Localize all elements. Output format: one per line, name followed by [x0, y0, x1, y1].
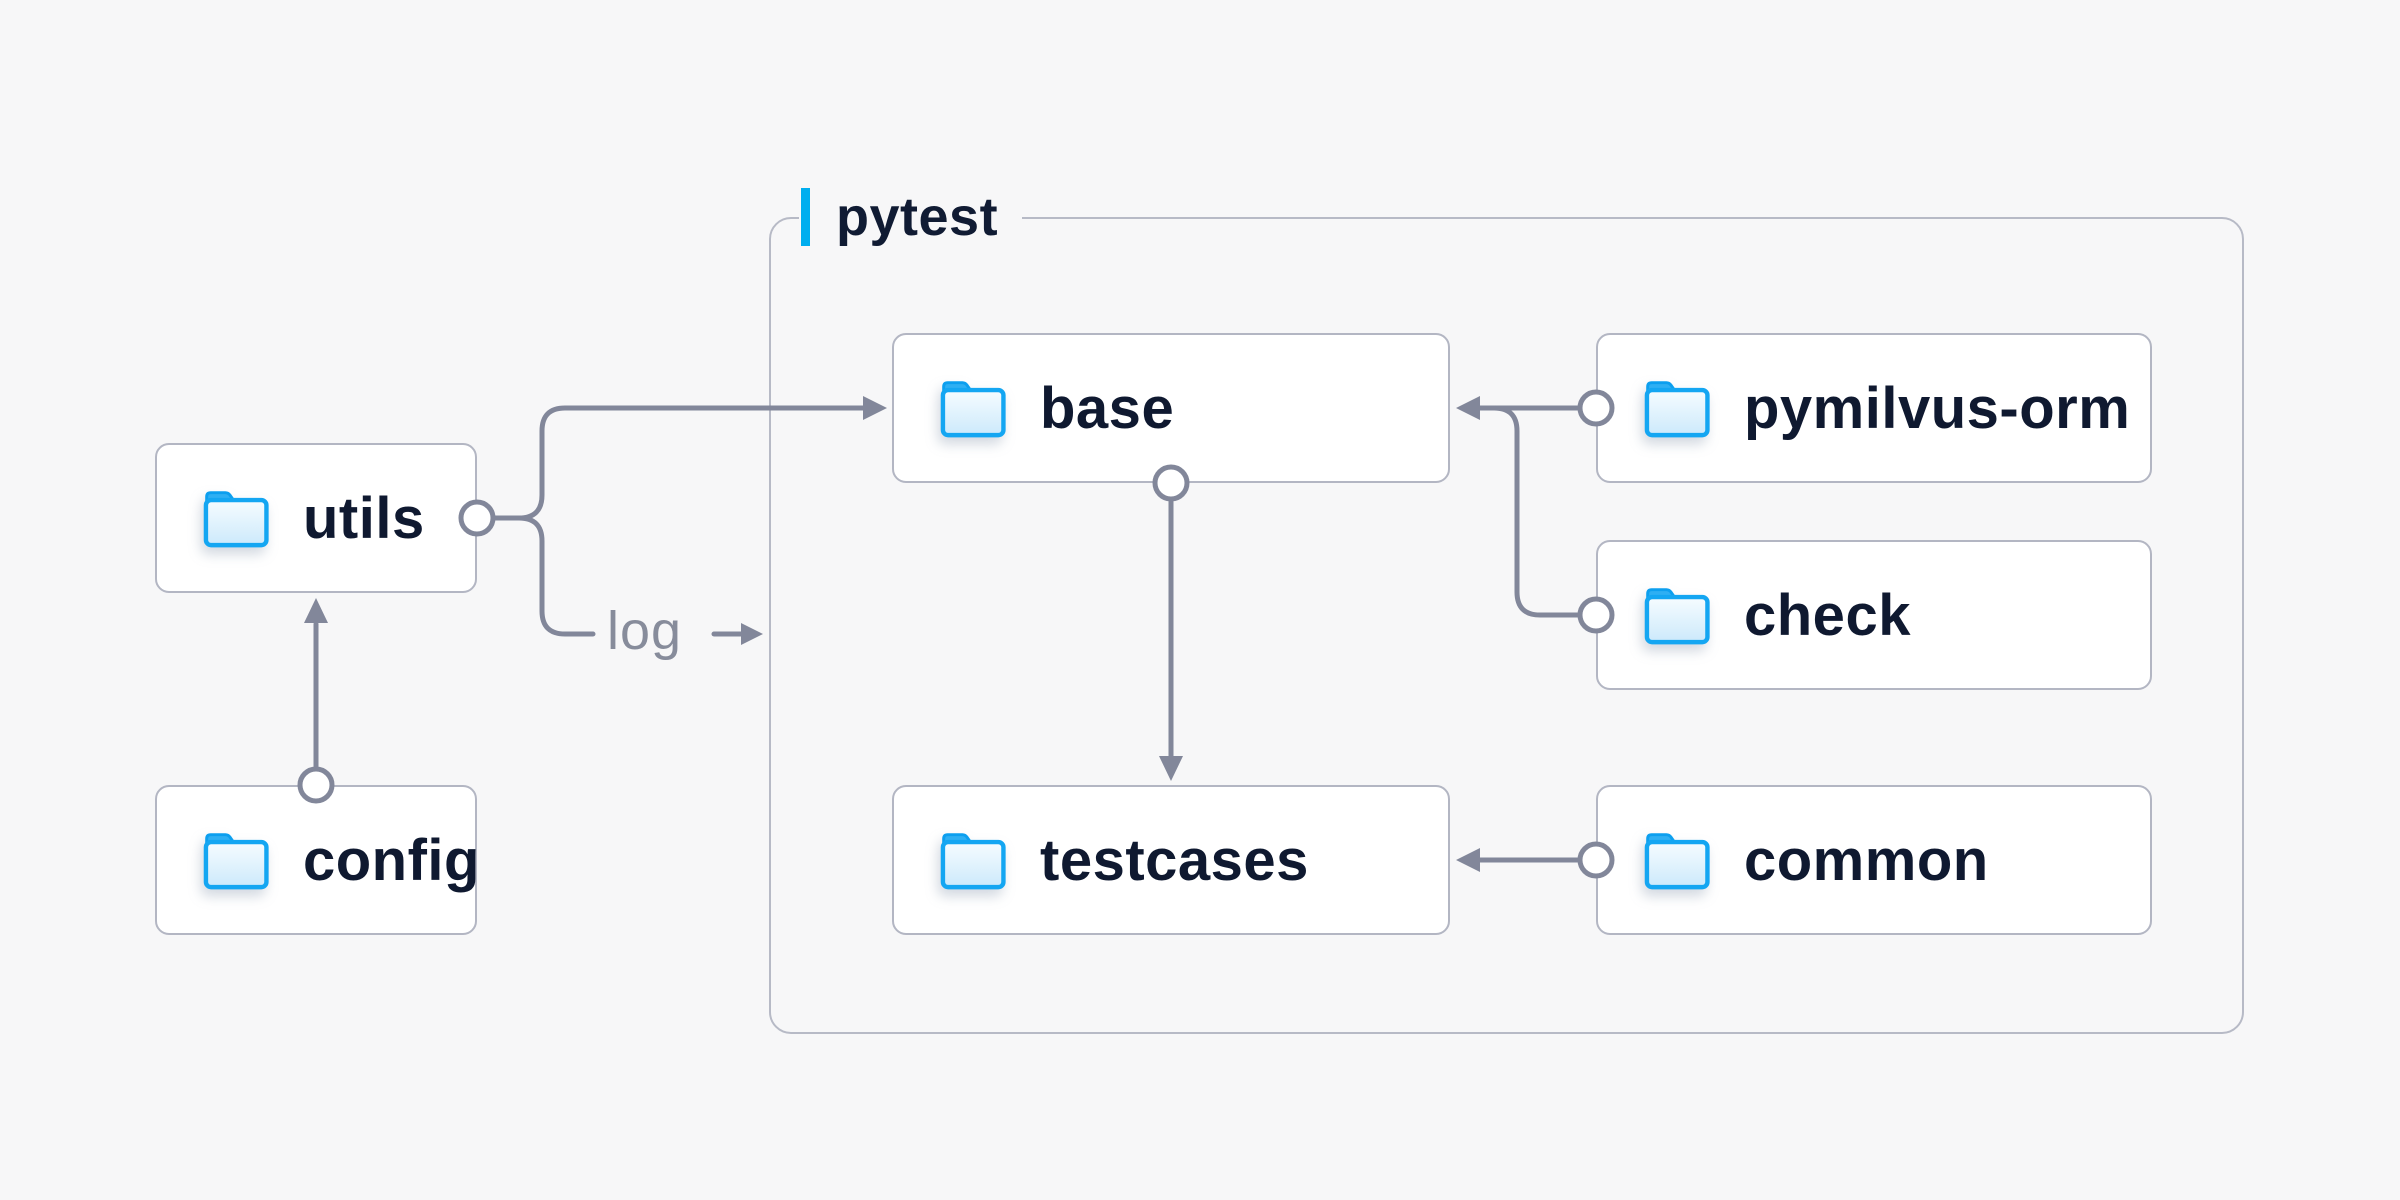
folder-icon [1644, 381, 1710, 438]
folder-icon [203, 491, 269, 548]
folder-icon [940, 833, 1006, 890]
accent-bar [801, 188, 810, 246]
node-label: pymilvus-orm [1744, 375, 2131, 441]
node-label: check [1744, 582, 1911, 648]
node-base: base [892, 333, 1450, 483]
node-check: check [1596, 540, 2152, 690]
node-testcases: testcases [892, 785, 1450, 935]
folder-icon [203, 833, 269, 890]
node-label: common [1744, 827, 1989, 893]
node-utils: utils [155, 443, 477, 593]
log-edge-label: log [607, 601, 683, 661]
pytest-group-label: pytest [799, 186, 1023, 248]
arrowhead-into-utils-bottom [304, 598, 328, 623]
folder-icon [1644, 833, 1710, 890]
pytest-group-label-text: pytest [836, 187, 999, 247]
node-common: common [1596, 785, 2152, 935]
node-config: config [155, 785, 480, 935]
pytest-group-container [769, 217, 2244, 1034]
node-label: base [1040, 375, 1175, 441]
edge-utils-to-log [516, 515, 596, 637]
folder-icon [1644, 588, 1710, 645]
folder-icon [940, 381, 1006, 438]
node-pymilvus-orm: pymilvus-orm [1596, 333, 2152, 483]
arrowhead-log-into-pytest [741, 623, 763, 645]
node-label: testcases [1040, 827, 1309, 893]
node-label: config [303, 827, 480, 893]
node-label: utils [303, 485, 425, 551]
